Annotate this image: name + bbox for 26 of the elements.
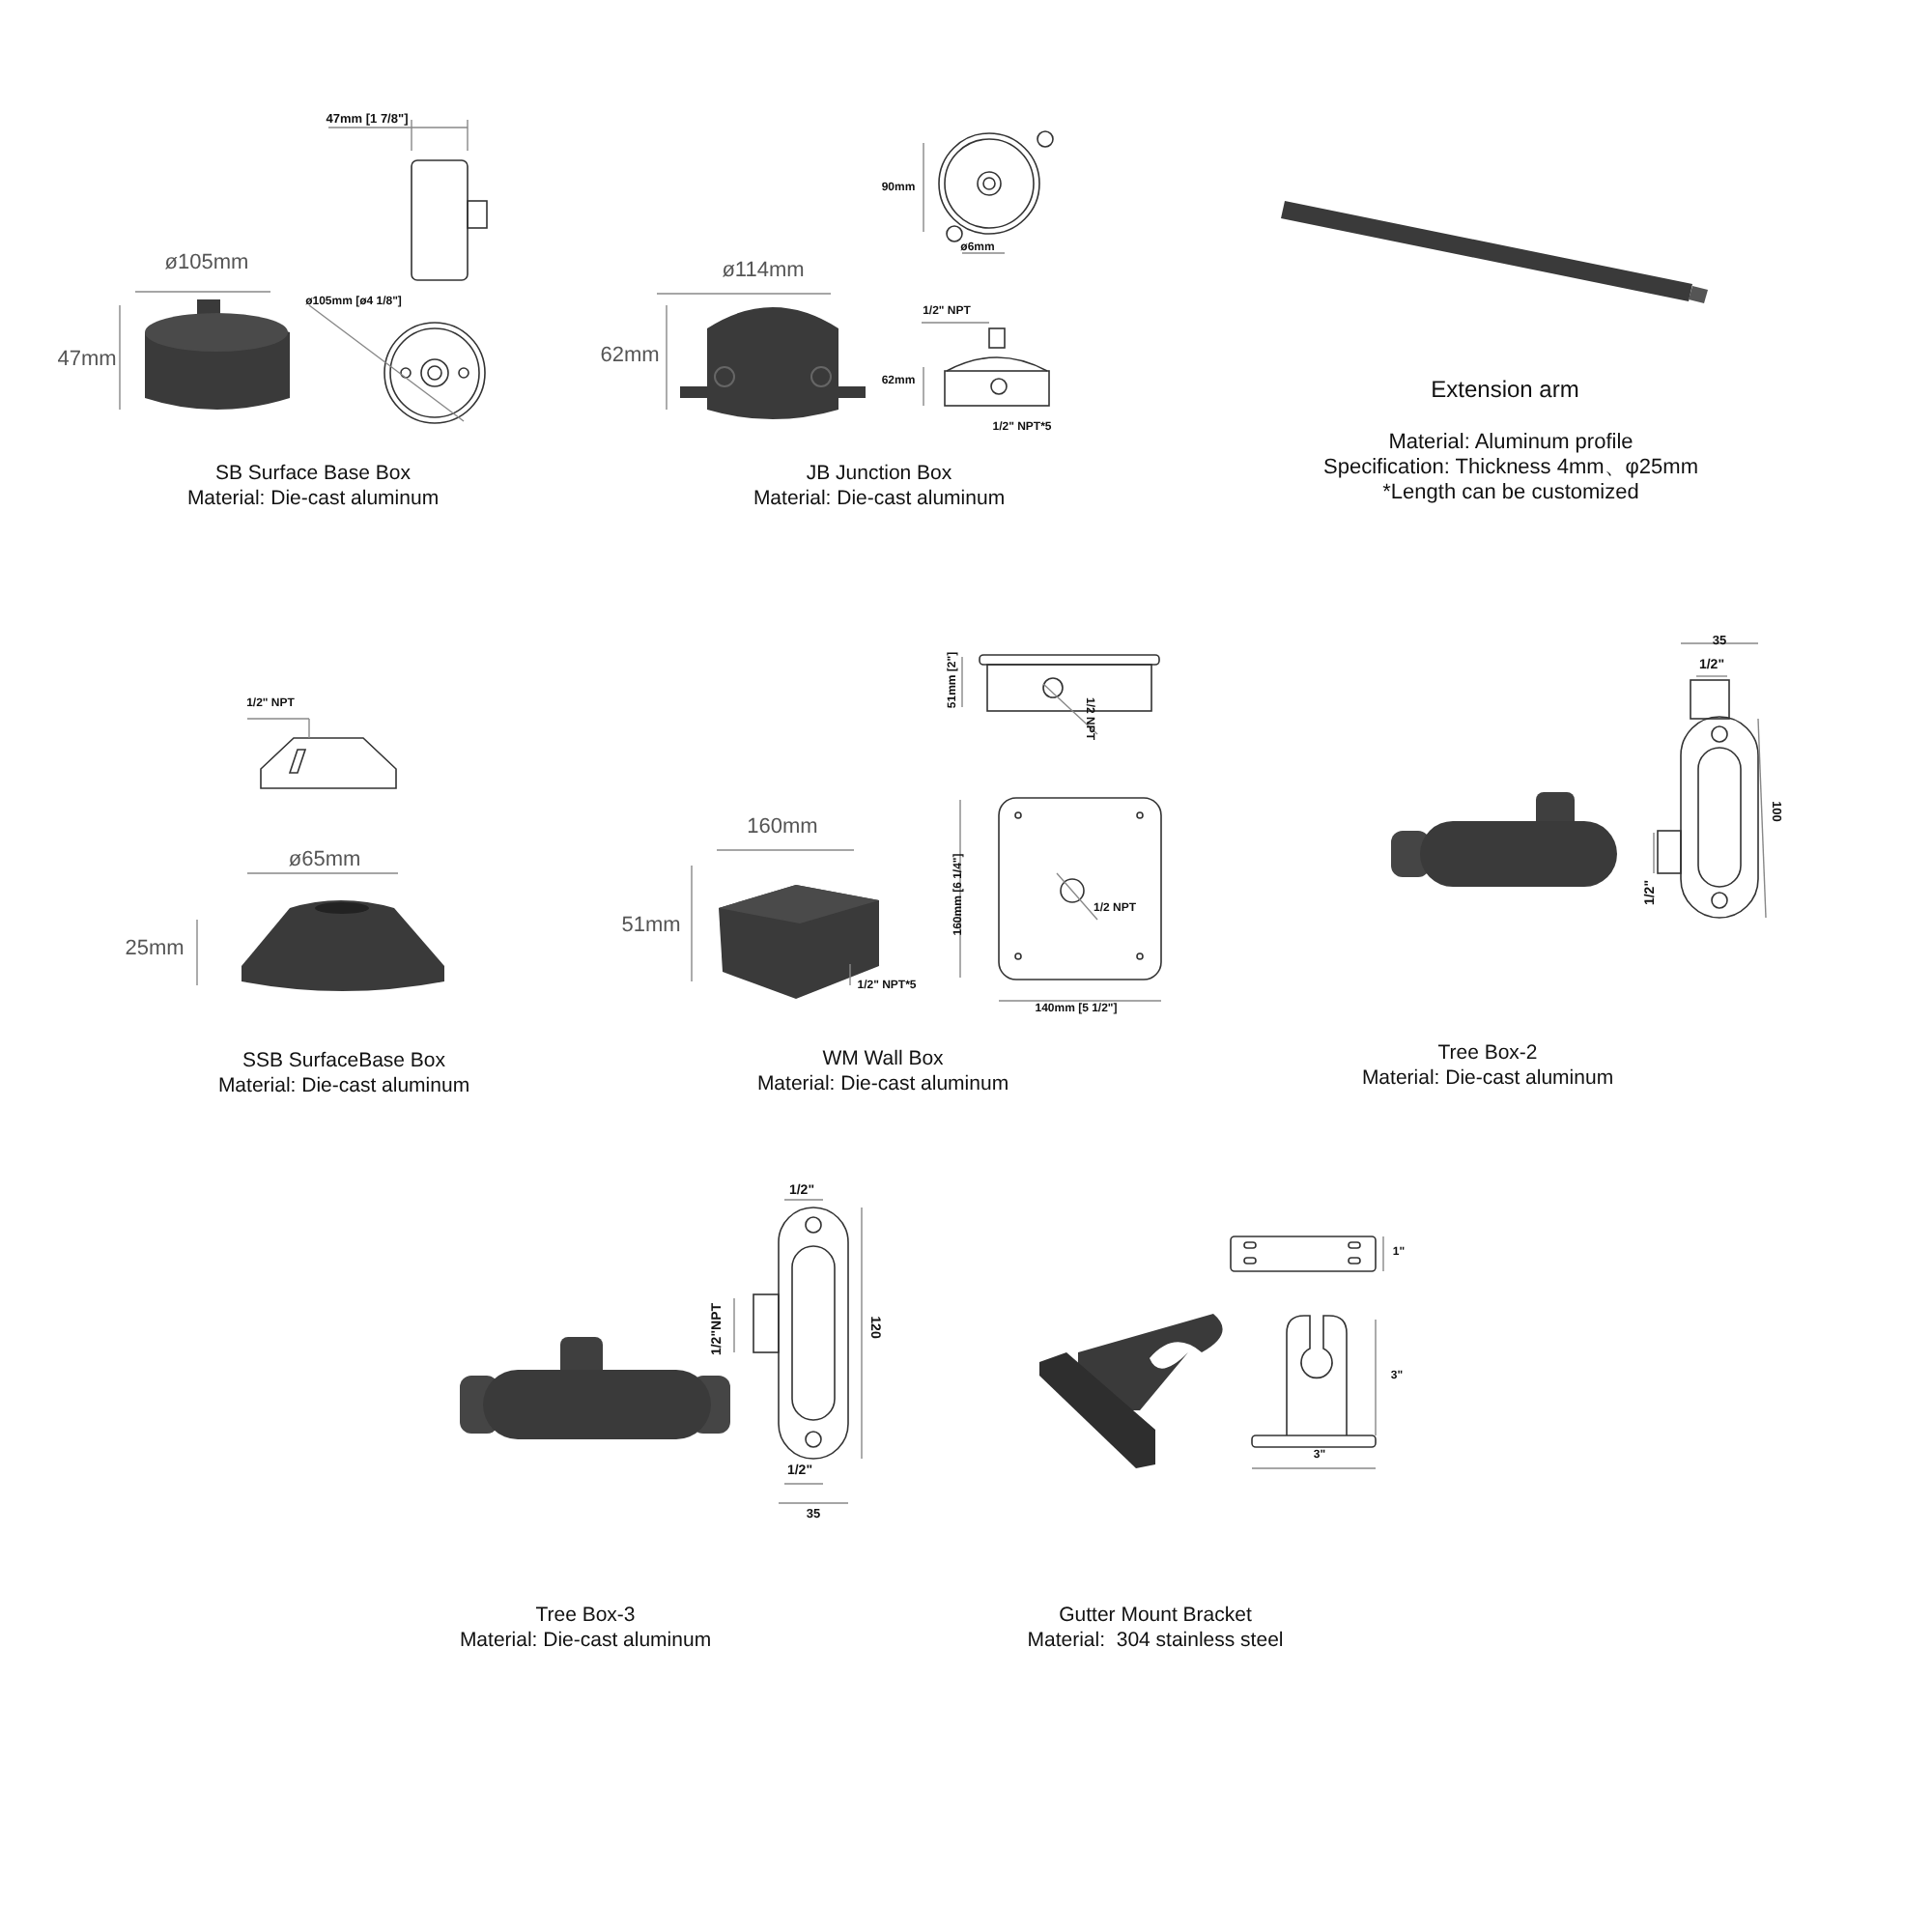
dimension-label: 160mm: [747, 814, 818, 839]
product-caption: Gutter Mount Bracket: [1059, 1605, 1252, 1629]
dimension-label: 62mm: [600, 343, 660, 368]
spec-text: Material: Aluminum profile: [1388, 430, 1634, 455]
product-caption: Material: Die-cast aluminum: [217, 1076, 470, 1099]
product-caption: Material: Die-cast aluminum: [753, 489, 1006, 512]
product-caption: SSB SurfaceBase Box: [242, 1051, 446, 1074]
spec-text: *Length can be customized: [1382, 480, 1639, 505]
product-caption: Material: 304 stainless steel: [1027, 1631, 1284, 1654]
dimension-label: ø65mm: [288, 847, 361, 872]
product-title: Extension arm: [1431, 377, 1579, 404]
product-caption: Material: Die-cast aluminum: [756, 1074, 1009, 1097]
dimension-label: 51mm: [621, 913, 681, 938]
product-caption: Material: Die-cast aluminum: [459, 1631, 712, 1654]
product-caption: JB Junction Box: [806, 464, 952, 487]
dimension-label: ø114mm: [722, 258, 805, 283]
dimension-label: ø105mm: [164, 250, 249, 275]
spec-text: Specification: Thickness 4mm、φ25mm: [1323, 455, 1698, 480]
dimension-label: 25mm: [125, 936, 185, 961]
product-caption: Material: Die-cast aluminum: [186, 489, 440, 512]
product-caption: SB Surface Base Box: [215, 464, 411, 487]
dimension-label: 47mm: [57, 347, 117, 372]
product-caption: Tree Box-2: [1437, 1043, 1538, 1066]
product-caption: Material: Die-cast aluminum: [1361, 1068, 1614, 1092]
product-caption: WM Wall Box: [822, 1049, 944, 1072]
product-caption: Tree Box-3: [535, 1605, 636, 1629]
